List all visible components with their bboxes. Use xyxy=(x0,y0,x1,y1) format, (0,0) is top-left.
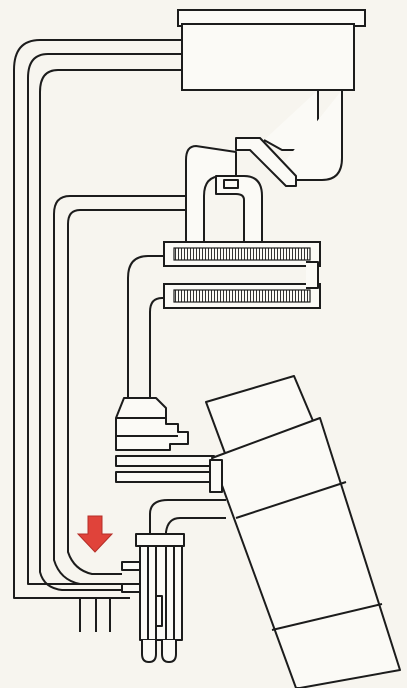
lower-cooler xyxy=(164,284,320,308)
upper-cooler xyxy=(164,242,320,266)
valve-coupler xyxy=(116,398,214,482)
pipe-loop-outer xyxy=(14,40,182,598)
motor-feed-pipe xyxy=(150,500,226,536)
terminal-pins xyxy=(80,598,110,632)
coupler-downpipe xyxy=(128,256,164,398)
junction-block xyxy=(186,138,296,248)
motor-unit xyxy=(206,376,400,688)
cooler-connector xyxy=(306,262,318,288)
top-tank xyxy=(178,10,365,90)
pump-assembly xyxy=(122,534,184,662)
flow-arrow-icon xyxy=(78,516,112,552)
